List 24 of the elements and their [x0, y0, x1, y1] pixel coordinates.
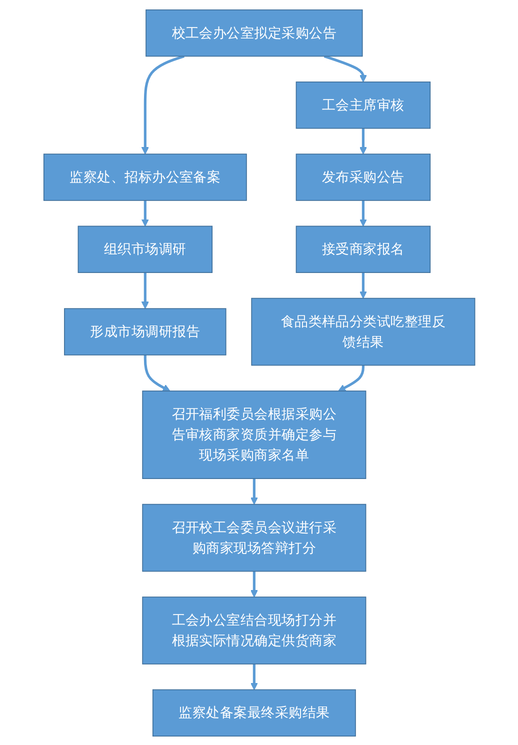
node-box: 校工会办公室拟定采购公告: [145, 8, 362, 56]
arrow: [141, 272, 149, 308]
node-box: 监察处备案最终采购结果: [152, 688, 356, 736]
node-box: 召开福利委员会根据采购公告审核商家资质并确定参与现场采购商家名单: [142, 390, 366, 479]
arrow: [141, 200, 149, 226]
node-box: 接受商家报名: [295, 225, 430, 272]
arrow: [359, 128, 367, 154]
arrow: [338, 364, 364, 391]
arrow: [250, 664, 258, 690]
arrow: [141, 54, 184, 154]
arrow: [144, 354, 170, 391]
node-box: 召开校工会委员会议进行采购商家现场答辩打分: [142, 503, 366, 572]
node-box: 监察处、招标办公室备案: [43, 153, 247, 200]
arrow: [359, 200, 367, 226]
node-box: 工会主席审核: [295, 81, 430, 128]
node-box: 食品类样品分类试吃整理反馈结果: [250, 297, 475, 366]
arrow: [250, 570, 258, 597]
arrow: [250, 478, 258, 504]
node-box: 发布采购公告: [295, 153, 430, 200]
node-box: 组织市场调研: [77, 225, 212, 272]
arrow: [359, 272, 367, 298]
node-box: 形成市场调研报告: [64, 308, 226, 355]
node-box: 工会办公室结合现场打分并根据实际情况确定供货商家: [142, 596, 366, 664]
arrow: [324, 54, 367, 82]
